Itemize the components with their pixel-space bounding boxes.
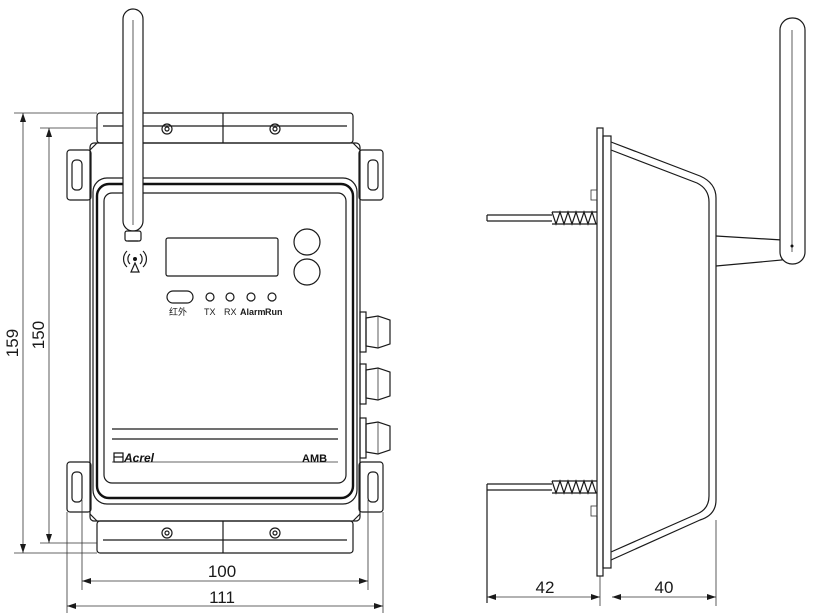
infrared-window: [166, 290, 194, 304]
bottom-mounting-bracket: [89, 513, 361, 554]
model-name: AMB: [302, 453, 327, 465]
dim-label-100: 100: [208, 562, 236, 581]
dim-label-150: 150: [29, 321, 48, 349]
dim-label-40: 40: [655, 578, 674, 597]
mounting-plate: [590, 127, 612, 577]
led-tx: [205, 292, 215, 302]
brand-name: Acrel: [123, 451, 155, 465]
brand-logo: Acrel: [113, 451, 155, 465]
enclosure-body: [89, 142, 361, 522]
dimension-height-159: 159: [3, 112, 97, 554]
dim-label-159: 159: [3, 329, 22, 357]
led-run: [267, 292, 277, 302]
button-lower: [293, 258, 321, 286]
dimension-height-150: 150: [29, 127, 97, 544]
dim-label-42: 42: [536, 578, 555, 597]
front-view: 红外 TX RX Alarm Run Acrel AMB: [3, 8, 391, 613]
label-infrared: 红外: [169, 306, 187, 317]
label-rx: RX: [224, 307, 237, 317]
enclosure-profile: [610, 141, 717, 561]
dimension-depth-42: 42: [487, 576, 601, 606]
side-antenna: [715, 17, 806, 267]
dimension-width-111: 111: [66, 512, 384, 613]
side-mounting-tabs: [66, 149, 384, 513]
dimension-depth-40: 40: [612, 520, 717, 606]
mounting-screw-lower: [486, 479, 597, 603]
led-rx: [225, 292, 235, 302]
wireless-signal-icon: [123, 250, 147, 273]
lcd-display: [165, 237, 279, 277]
led-alarm: [246, 292, 256, 302]
dimension-width-100: 100: [81, 500, 369, 590]
label-run: Run: [265, 307, 283, 317]
mounting-screw-upper: [486, 210, 597, 226]
dim-label-111: 111: [209, 588, 235, 607]
label-tx: TX: [204, 307, 216, 317]
button-upper: [293, 228, 321, 256]
antenna: [122, 8, 144, 242]
label-alarm: Alarm: [240, 307, 266, 317]
cable-glands: [359, 311, 391, 459]
side-view: 42 40: [486, 17, 806, 606]
